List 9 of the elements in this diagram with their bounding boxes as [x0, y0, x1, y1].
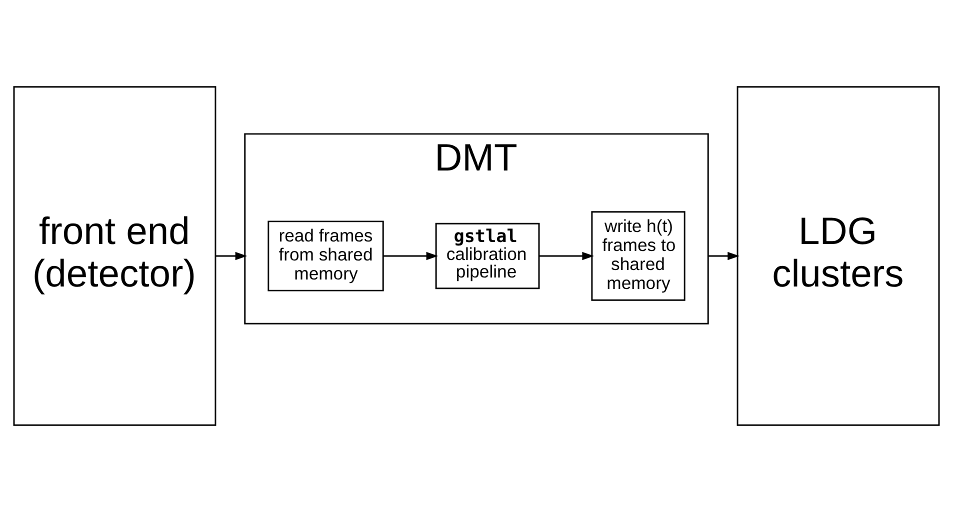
arrow [383, 251, 438, 260]
node-box: write h(t) frames to shared memory [591, 210, 686, 300]
arrow [216, 251, 248, 260]
node-box: front end (detector) [13, 86, 216, 426]
node-box: read frames from shared memory [268, 220, 384, 291]
node-box: gstlal calibration pipeline [435, 222, 540, 289]
arrow [539, 251, 594, 260]
arrow [708, 251, 740, 260]
node-box: LDG clusters [736, 86, 940, 426]
